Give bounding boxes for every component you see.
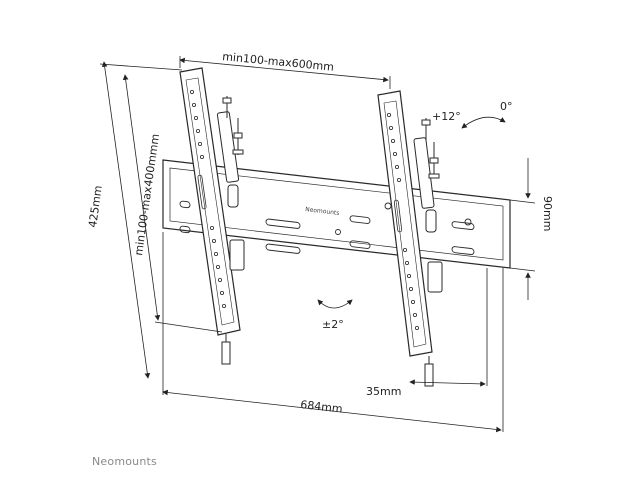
plate-logo-text: Neomounts — [305, 206, 340, 217]
left-bracket — [179, 67, 245, 365]
left-tilt-mechanism — [216, 96, 245, 271]
brand-logo-text: Neomounts — [92, 455, 157, 468]
tilt-arrow — [461, 116, 506, 129]
depth-label: 35mm — [366, 385, 401, 398]
dimension-lines — [99, 56, 536, 433]
right-tilt-mechanism — [413, 118, 443, 293]
tilt-zero-label: 0° — [500, 100, 513, 113]
overall-width-label: 684mm — [300, 398, 344, 416]
rail-slots — [179, 200, 475, 255]
overall-height-label: 425mm — [86, 185, 105, 229]
rotation-arrow — [317, 299, 353, 309]
tilt-plus-label: +12° — [432, 110, 461, 123]
vesa-width-label: min100-max600mm — [222, 50, 335, 74]
vesa-height-label: min100-max400mmm — [132, 133, 162, 256]
rail-height-label: 90mm — [541, 196, 554, 231]
right-bracket — [377, 90, 443, 387]
rotation-label: ±2° — [322, 318, 344, 331]
left-safety-lock — [221, 341, 231, 365]
